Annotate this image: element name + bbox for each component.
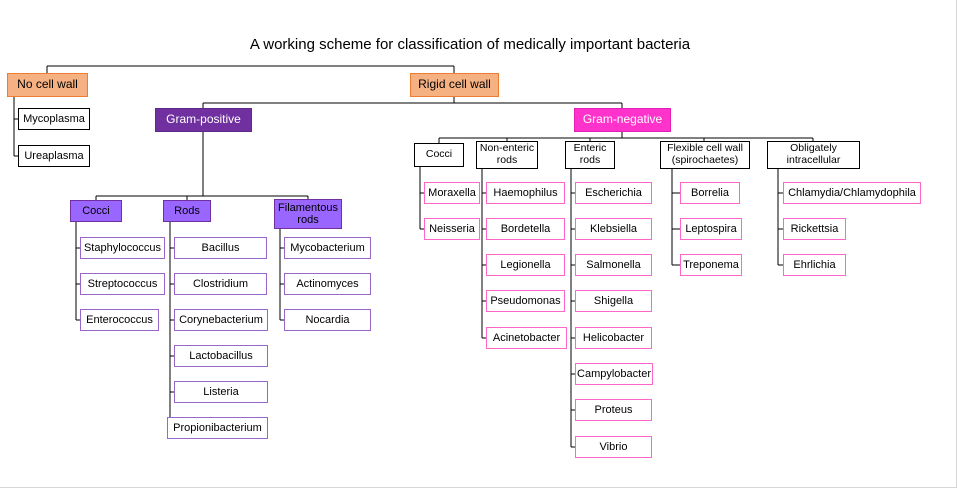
node-klebsiella: Klebsiella [575, 218, 652, 240]
node-ureaplasma: Ureaplasma [18, 145, 90, 167]
node-gn-non-enteric-rods: Non-enteric rods [476, 141, 538, 169]
node-staphylococcus: Staphylococcus [80, 237, 165, 259]
node-chlamydia-chlamydophila: Chlamydia/Chlamydophila [783, 182, 921, 204]
node-moraxella: Moraxella [424, 182, 480, 204]
node-actinomyces: Actinomyces [284, 273, 371, 295]
node-haemophilus: Haemophilus [486, 182, 565, 204]
node-treponema: Treponema [680, 254, 742, 276]
node-nocardia: Nocardia [284, 309, 371, 331]
node-bordetella: Bordetella [486, 218, 565, 240]
diagram-title: A working scheme for classification of m… [249, 36, 691, 53]
node-rigid-cell-wall: Rigid cell wall [410, 73, 499, 97]
node-gn-obligately-intracellular: Obligately intracellular [767, 141, 860, 169]
node-helicobacter: Helicobacter [575, 327, 652, 349]
node-campylobacter: Campylobacter [575, 363, 653, 385]
node-salmonella: Salmonella [575, 254, 652, 276]
node-gn-cocci: Cocci [414, 143, 464, 167]
node-leptospira: Leptospira [680, 218, 742, 240]
node-borrelia: Borrelia [680, 182, 740, 204]
node-shigella: Shigella [575, 290, 652, 312]
node-mycoplasma: Mycoplasma [18, 108, 90, 130]
node-gp-filamentous-rods: Filamentous rods [274, 199, 342, 229]
node-gp-cocci: Cocci [70, 200, 122, 222]
node-clostridium: Clostridium [174, 273, 267, 295]
node-bacillus: Bacillus [174, 237, 267, 259]
node-gn-enteric-rods: Enteric rods [565, 141, 615, 169]
node-lactobacillus: Lactobacillus [174, 345, 268, 367]
node-gp-rods: Rods [163, 200, 211, 222]
node-acinetobacter: Acinetobacter [486, 327, 567, 349]
node-enterococcus: Enterococcus [80, 309, 159, 331]
node-mycobacterium: Mycobacterium [284, 237, 371, 259]
node-neisseria: Neisseria [424, 218, 480, 240]
node-vibrio: Vibrio [575, 436, 652, 458]
node-escherichia: Escherichia [575, 182, 652, 204]
node-no-cell-wall: No cell wall [7, 73, 88, 97]
node-gn-flexible-cell-wall: Flexible cell wall (spirochaetes) [660, 141, 750, 169]
node-gram-positive: Gram-positive [155, 108, 252, 132]
node-proteus: Proteus [575, 399, 652, 421]
node-listeria: Listeria [174, 381, 268, 403]
node-streptococcus: Streptococcus [80, 273, 165, 295]
node-corynebacterium: Corynebacterium [174, 309, 268, 331]
node-pseudomonas: Pseudomonas [486, 290, 565, 312]
node-propionibacterium: Propionibacterium [167, 417, 268, 439]
node-legionella: Legionella [486, 254, 565, 276]
node-gram-negative: Gram-negative [574, 108, 671, 132]
node-ehrlichia: Ehrlichia [783, 254, 846, 276]
node-rickettsia: Rickettsia [783, 218, 846, 240]
